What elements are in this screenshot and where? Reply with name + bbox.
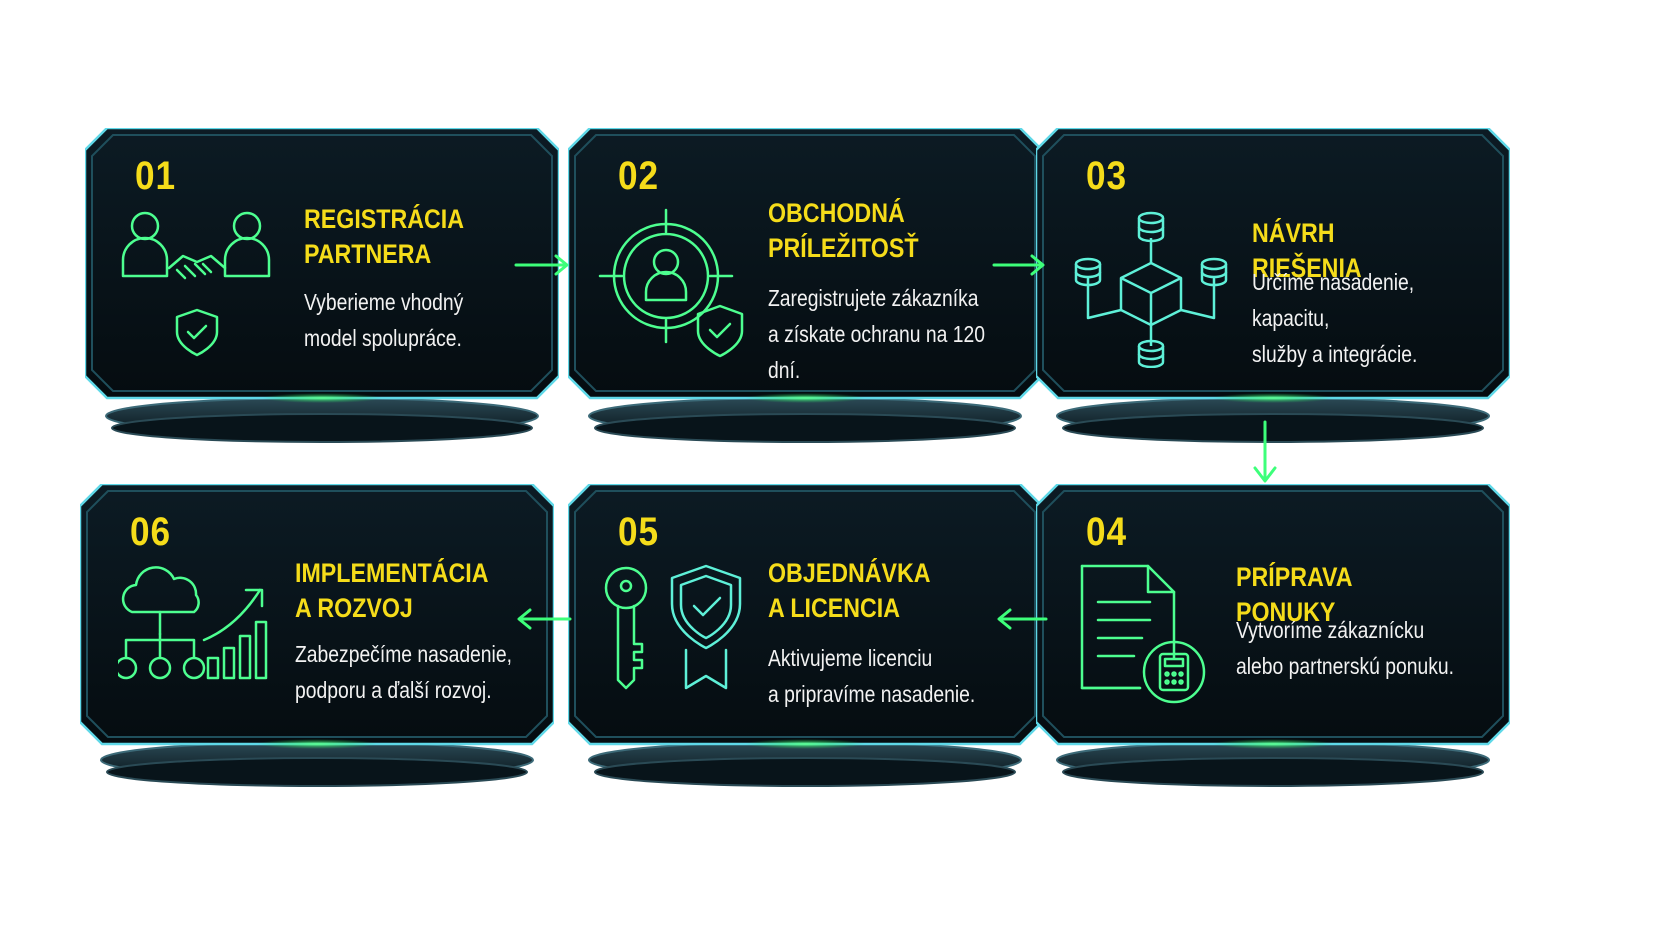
card-frame <box>1036 484 1510 787</box>
step-number: 06 <box>130 510 171 554</box>
step-description: Vyberieme vhodný model spolupráce. <box>304 289 464 351</box>
card-frame <box>80 484 554 787</box>
step-number: 04 <box>1086 510 1127 554</box>
cube-network-icon <box>1074 211 1228 368</box>
step-card-06: 06 IMPLEMENTÁCIA A ROZVOJ Zabezpečíme na… <box>80 484 554 814</box>
step-number: 03 <box>1086 154 1127 198</box>
step-title: OBCHODNÁ PRÍLEŽITOSŤ <box>768 198 919 263</box>
step-description: Zabezpečíme nasadenie, podporu a ďalší r… <box>295 641 512 703</box>
card-frame <box>85 128 559 443</box>
step-title: NÁVRH RIEŠENIA <box>1252 218 1362 283</box>
cloud-growth-icon <box>118 566 268 680</box>
step-title: IMPLEMENTÁCIA A ROZVOJ <box>295 558 489 623</box>
arrow-down-icon <box>1253 420 1277 483</box>
arrow-right-icon <box>514 254 569 276</box>
key-shield-icon <box>604 564 742 690</box>
step-card-04: 04 PRÍPRAVA PONUKY Vytvoríme zákaznícku … <box>1036 484 1510 814</box>
handshake-shield-icon <box>121 211 271 357</box>
step-description: Aktivujeme licenciu a pripravíme nasaden… <box>768 645 976 707</box>
arrow-right-icon <box>992 254 1045 276</box>
step-description: Vytvoríme zákaznícku alebo partnerskú po… <box>1236 617 1455 679</box>
document-calculator-icon <box>1080 564 1206 704</box>
step-title: REGISTRÁCIA PARTNERA <box>304 204 464 269</box>
step-number: 05 <box>618 510 659 554</box>
card-frame <box>568 128 1042 443</box>
arrow-left-icon <box>517 608 572 630</box>
step-card-05: 05 OBJEDNÁVKA A LICENCIA Aktivujeme lice… <box>568 484 1042 814</box>
step-card-02: 02 OBCHODNÁ PRÍLEŽITOSŤ Zaregistrujete z… <box>568 128 1042 458</box>
step-title: PRÍPRAVA PONUKY <box>1236 562 1352 627</box>
step-description: Určíme nasadenie, kapacitu, služby a int… <box>1252 269 1418 367</box>
step-card-03: 03 NÁVRH RIEŠENIA Určíme nasadenie, kapa… <box>1036 128 1510 458</box>
step-card-01: 01 REGISTRÁCIA PARTNERA Vyberieme vhodný… <box>85 128 559 458</box>
step-title: OBJEDNÁVKA A LICENCIA <box>768 558 931 623</box>
card-frame <box>1036 128 1510 443</box>
step-number: 02 <box>618 154 659 198</box>
arrow-left-icon <box>997 608 1048 630</box>
step-description: Zaregistrujete zákazníka a získate ochra… <box>768 285 985 383</box>
target-user-shield-icon <box>598 208 744 358</box>
step-number: 01 <box>135 154 176 198</box>
